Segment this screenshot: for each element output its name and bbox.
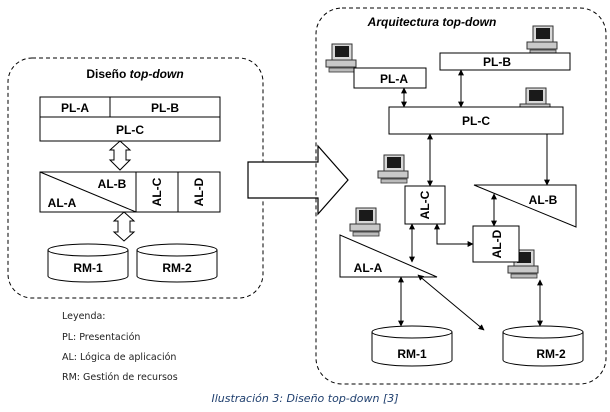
left-panel-border <box>7 57 264 299</box>
legend-item-al: AL: Lógica de aplicación <box>62 352 177 363</box>
left-pl-b-label: PL-B <box>151 101 179 115</box>
left-double-arrow-bottom <box>112 211 136 242</box>
right-pl-b-label: PL-B <box>483 55 511 69</box>
big-transition-arrow <box>247 144 349 216</box>
left-rm-2-label: RM-2 <box>162 261 192 275</box>
right-pl-a-label: PL-A <box>380 72 408 86</box>
left-al-d-label: AL-D <box>192 177 206 206</box>
left-al-block <box>39 171 221 213</box>
right-al-d-label: AL-D <box>490 229 504 258</box>
legend-item-pl: PL: Presentación <box>62 332 141 343</box>
left-panel-title: Diseño top-down <box>86 67 183 81</box>
figure-caption: Ilustración 3: Diseño top-down [3] <box>211 392 399 405</box>
computer-icon-pl-b <box>526 25 558 55</box>
right-panel-border <box>315 7 607 385</box>
right-pl-c-label: PL-C <box>462 114 490 128</box>
legend-item-rm: RM: Gestión de recursos <box>62 372 178 383</box>
right-rm-1-cylinder <box>371 325 453 367</box>
left-al-c-label: AL-C <box>150 177 164 206</box>
arrow-al-a-rm-2 <box>417 274 485 331</box>
legend-heading: Leyenda: <box>62 311 106 322</box>
right-al-b-shape <box>473 184 577 228</box>
right-pl-b-box <box>439 52 571 71</box>
right-rm-1-label: RM-1 <box>397 347 427 361</box>
right-al-b-label: AL-B <box>529 193 558 207</box>
left-pl-c-label: PL-C <box>116 123 144 137</box>
left-al-a-label: AL-A <box>48 196 77 210</box>
right-pl-c-box <box>388 106 564 135</box>
right-rm-2-label: RM-2 <box>536 347 566 361</box>
left-pl-a-label: PL-A <box>61 101 89 115</box>
left-rm-2-cylinder <box>136 243 218 283</box>
left-pl-c-box <box>39 116 221 142</box>
right-panel-title: Arquitectura top-down <box>367 15 497 29</box>
right-pl-a-box <box>353 67 427 89</box>
right-al-d-box <box>472 225 520 263</box>
left-double-arrow-top <box>108 140 132 171</box>
right-al-c-box <box>404 185 446 225</box>
right-al-a-label: AL-A <box>354 261 383 275</box>
left-al-b-label: AL-B <box>98 177 127 191</box>
computer-icon-al-a <box>349 207 381 237</box>
arrow-al-c-al-d <box>434 223 474 247</box>
right-al-c-label: AL-C <box>418 190 432 219</box>
left-rm-1-label: RM-1 <box>73 261 103 275</box>
right-al-a-shape <box>339 234 438 278</box>
computer-icon-al-c <box>377 154 409 184</box>
left-rm-1-cylinder <box>47 243 129 283</box>
computer-icon-pl-a <box>325 43 357 73</box>
right-rm-2-cylinder <box>502 325 584 367</box>
